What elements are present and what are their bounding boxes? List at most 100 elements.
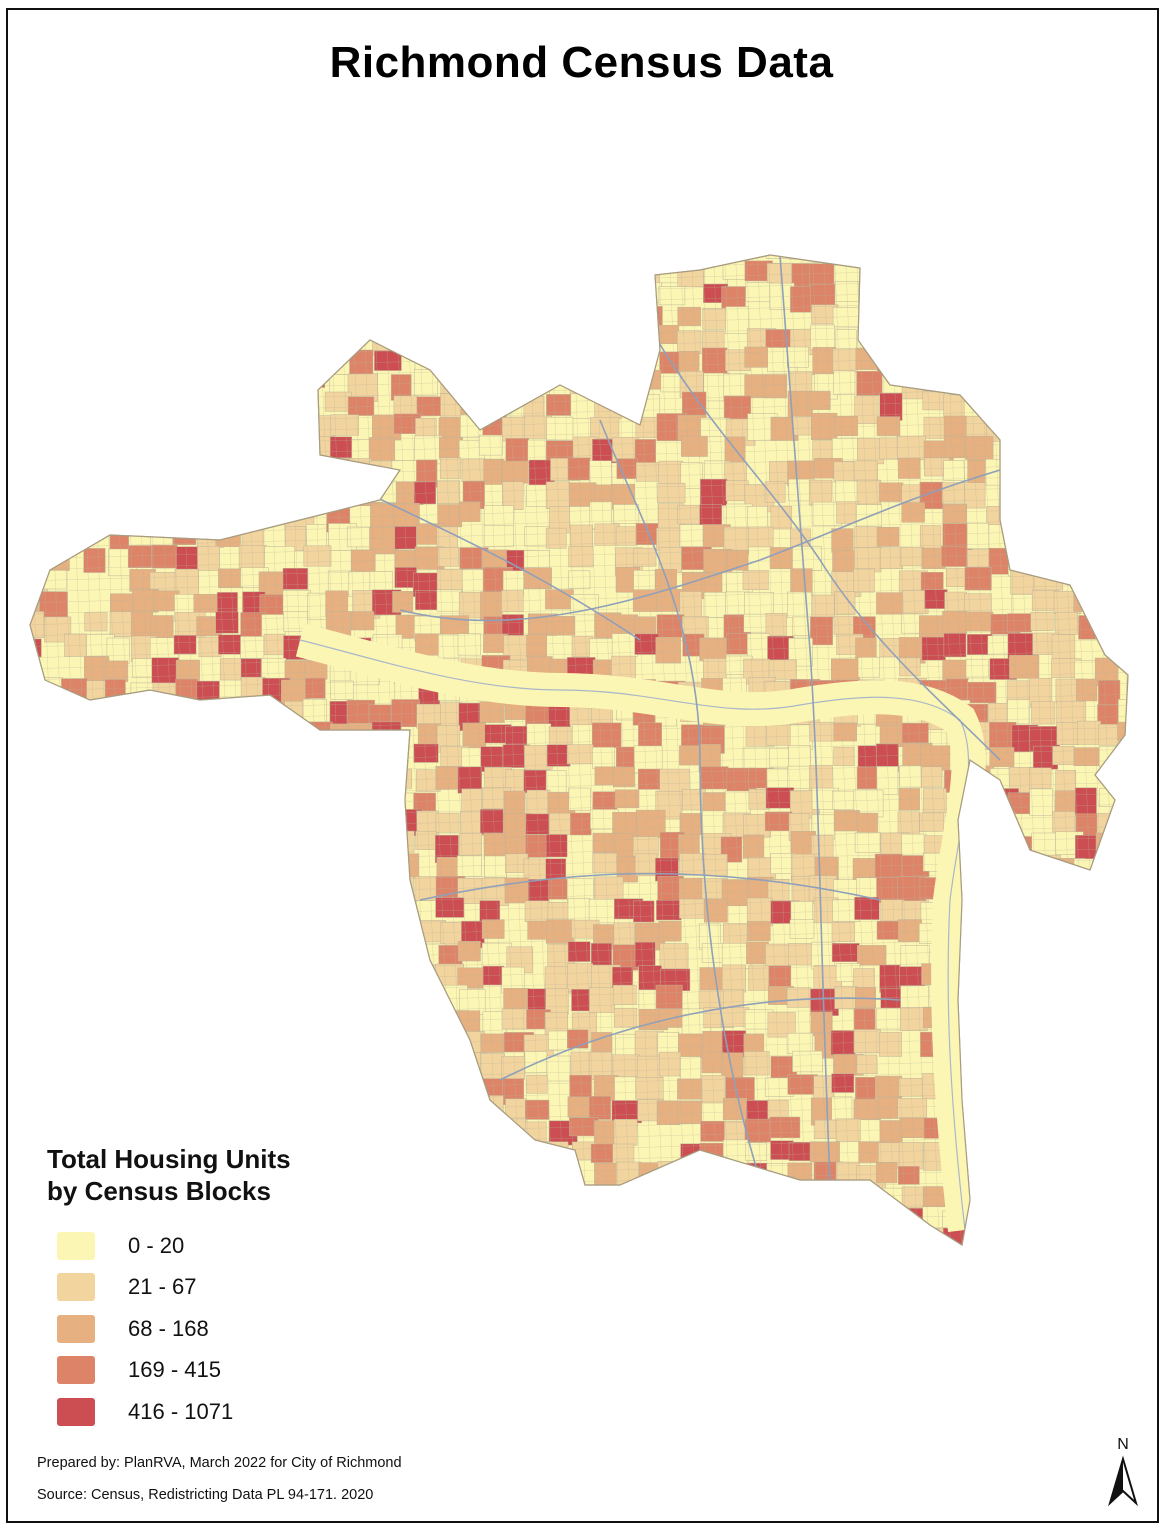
census-block [1122, 921, 1128, 948]
census-block [989, 1032, 1017, 1060]
census-block [546, 1206, 569, 1231]
census-block [1099, 1204, 1125, 1230]
census-block [483, 1254, 509, 1276]
census-block [529, 1250, 554, 1269]
legend-label: 0 - 20 [128, 1232, 185, 1258]
census-block [84, 701, 109, 724]
census-block [462, 1120, 492, 1147]
census-block [857, 1229, 887, 1245]
census-block [349, 853, 373, 875]
census-block [986, 1054, 1014, 1077]
census-block [879, 482, 904, 502]
census-block [30, 922, 41, 944]
census-block [390, 919, 417, 943]
census-block [943, 435, 966, 459]
census-block [746, 1208, 772, 1236]
census-block [507, 1252, 536, 1277]
census-block [83, 325, 110, 351]
census-block [633, 745, 663, 774]
census-block [566, 744, 594, 765]
census-block [1074, 876, 1099, 898]
census-block [614, 1252, 642, 1280]
census-block [458, 1010, 481, 1034]
census-block [175, 787, 205, 807]
census-block [524, 526, 550, 547]
census-block [545, 349, 568, 369]
census-block [765, 1185, 789, 1209]
census-block [85, 258, 107, 281]
census-block [240, 636, 265, 659]
census-block [258, 1011, 287, 1034]
census-block [352, 1229, 383, 1245]
census-block [286, 393, 309, 421]
census-block [1051, 523, 1075, 546]
census-block [30, 1186, 40, 1207]
census-block [833, 746, 855, 766]
census-block [392, 1207, 416, 1228]
census-block [308, 1163, 330, 1189]
census-block [351, 962, 381, 985]
census-block [414, 1094, 443, 1120]
census-block [459, 1207, 484, 1228]
census-block [43, 1078, 68, 1105]
census-block [921, 255, 948, 260]
census-block [1078, 615, 1102, 640]
census-block [440, 1161, 470, 1185]
census-block [108, 349, 135, 377]
census-block [86, 372, 117, 398]
census-block [88, 1074, 112, 1097]
census-block [261, 814, 291, 835]
census-block [437, 1139, 464, 1162]
census-block [592, 852, 618, 874]
census-block [1053, 284, 1079, 304]
census-block [1075, 966, 1104, 995]
street-line [30, 561, 1128, 593]
legend-label: 416 - 1071 [128, 1398, 234, 1424]
census-block [765, 1230, 792, 1245]
census-block [987, 941, 1011, 967]
census-block [216, 261, 247, 282]
census-block [680, 1210, 707, 1233]
census-block [965, 835, 988, 861]
census-block [722, 1097, 748, 1121]
census-block [280, 746, 304, 773]
census-block [1029, 1185, 1054, 1207]
census-block [436, 568, 465, 590]
census-block [611, 655, 636, 680]
census-block [41, 1011, 73, 1036]
census-block [435, 897, 465, 918]
census-block [1097, 1073, 1125, 1099]
census-block [1120, 1094, 1128, 1114]
census-block [174, 920, 203, 943]
census-block [856, 371, 883, 396]
census-block [919, 812, 944, 832]
census-block [1055, 946, 1086, 975]
census-block [30, 1011, 50, 1034]
census-block [197, 875, 218, 903]
census-block [834, 415, 858, 436]
census-block [1077, 259, 1107, 283]
census-block [326, 880, 353, 902]
census-block [175, 810, 201, 836]
census-block [308, 877, 337, 902]
census-block [545, 527, 567, 549]
street-line [30, 550, 1128, 582]
census-block [30, 484, 48, 510]
street-line [206, 255, 248, 1245]
street-line [811, 255, 853, 1245]
census-block [941, 264, 967, 284]
census-block [700, 766, 729, 790]
street-line [30, 649, 1128, 681]
census-block [238, 814, 265, 839]
census-block [127, 545, 152, 568]
census-block [635, 523, 659, 545]
census-block [305, 677, 326, 699]
census-block [792, 546, 822, 571]
census-block [1052, 371, 1083, 396]
census-block [217, 724, 245, 751]
census-block [110, 255, 133, 266]
census-block [569, 1207, 597, 1228]
census-block [968, 302, 994, 324]
census-block [1073, 1249, 1100, 1276]
